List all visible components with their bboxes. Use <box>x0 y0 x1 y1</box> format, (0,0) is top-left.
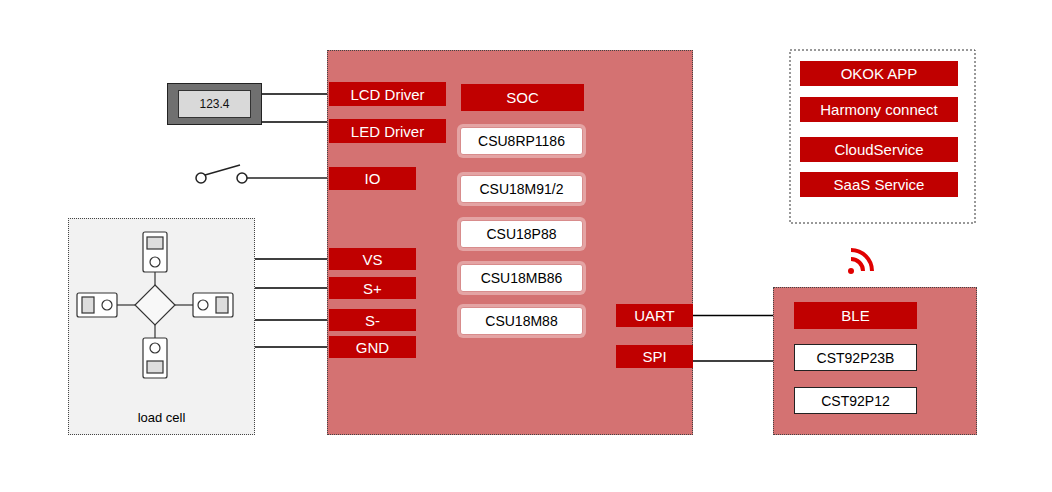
box-text: CSU18P88 <box>461 221 582 247</box>
chip-box: CST92P12 <box>794 387 917 414</box>
box-text: CSU18M91/2 <box>461 176 582 202</box>
driver-label: LCD Driver <box>329 82 446 106</box>
chip-box: CSU18MB86 <box>460 264 583 292</box>
box-text: Harmony connect <box>800 97 958 122</box>
chip-box: CST92P23B <box>794 344 917 371</box>
pin-label: S+ <box>329 277 416 299</box>
block-heading: load cell <box>69 407 254 427</box>
block-heading: SOC <box>461 84 584 111</box>
interface-label: UART <box>616 304 693 327</box>
load-cell-illustration <box>77 232 233 378</box>
wire-connector <box>693 360 773 362</box>
load-cell-ground <box>68 218 255 435</box>
box-text: CSU18MB86 <box>461 265 582 291</box>
pin-label: S- <box>329 309 416 331</box>
box-text: S- <box>329 309 416 331</box>
box-text: IO <box>329 167 416 190</box>
wire-connector <box>262 121 329 123</box>
interface-label: SPI <box>616 345 693 368</box>
service-group-frame <box>790 50 975 223</box>
chip-box: CSU18M91/2 <box>460 175 583 203</box>
service-box: OKOK APP <box>800 61 958 86</box>
box-text: VS <box>329 248 416 270</box>
wire-connector <box>255 346 329 348</box>
box-text: SPI <box>616 345 693 368</box>
box-text: CST92P23B <box>795 345 916 370</box>
pin-label: GND <box>329 336 416 358</box>
box-text: OKOK APP <box>800 61 958 86</box>
driver-label: LED Driver <box>329 119 446 143</box>
wire-connector <box>255 319 329 321</box>
wire-connector <box>255 258 329 260</box>
box-text: LCD Driver <box>329 82 446 106</box>
switch-symbol <box>196 165 328 183</box>
soc-block: SOC LCD DriverLED DriverIO VS S+ S- GND CSU8RP… <box>327 50 693 435</box>
chip-box: CSU8RP1186 <box>460 127 583 155</box>
wire-connector <box>255 287 329 289</box>
box-text: CSU8RP1186 <box>461 128 582 154</box>
chip-box: CSU18P88 <box>460 220 583 248</box>
box-text: CST92P12 <box>795 388 916 413</box>
service-box: Harmony connect <box>800 97 958 122</box>
box-text: GND <box>329 336 416 358</box>
box-text: CSU18M88 <box>461 308 582 334</box>
chip-box: CSU18M88 <box>460 307 583 335</box>
pin-label: IO <box>329 167 416 190</box>
box-text: CloudService <box>800 137 958 162</box>
block-heading: BLE <box>794 302 917 329</box>
box-text: S+ <box>329 277 416 299</box>
service-box: SaaS Service <box>800 172 958 197</box>
box-text: SaaS Service <box>800 172 958 197</box>
box-text: LED Driver <box>329 119 446 143</box>
box-text: 123.4 <box>178 90 251 118</box>
service-box: CloudService <box>800 137 958 162</box>
pin-label: VS <box>329 248 416 270</box>
wire-connector <box>693 315 773 317</box>
lcd-display: 123.4 <box>167 83 262 125</box>
load-cell-box: load cell <box>68 218 255 435</box>
ble-block: BLE CST92P23B CST92P12 <box>773 287 977 435</box>
wire-connector <box>262 93 329 95</box>
box-text: UART <box>616 304 693 327</box>
wireless-icon <box>848 250 872 274</box>
